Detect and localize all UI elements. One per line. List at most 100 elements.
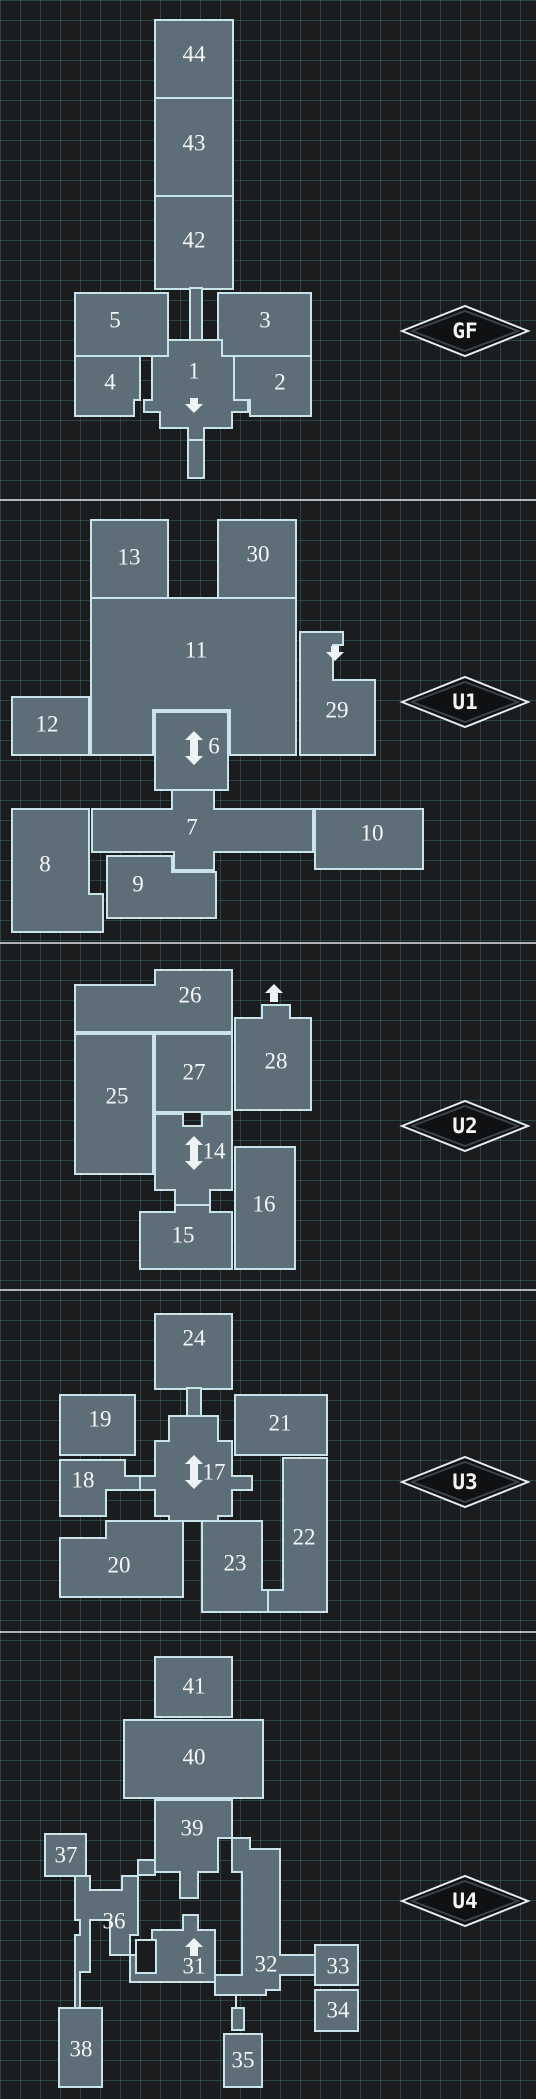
room-label-40: 40 [183, 1744, 206, 1769]
room-27[interactable] [154, 1033, 233, 1113]
room-2[interactable] [233, 355, 312, 417]
floor-badge-label-gf: GF [452, 319, 477, 343]
room-label-23: 23 [224, 1550, 247, 1575]
room-label-36: 36 [103, 1908, 126, 1933]
arrow-updown-icon [185, 1455, 203, 1489]
room-label-10: 10 [361, 820, 384, 845]
room-label-13: 13 [118, 544, 141, 569]
floor-badge-u1[interactable]: U1 [399, 675, 531, 729]
room-label-21: 21 [269, 1410, 292, 1435]
room-12[interactable] [11, 696, 90, 756]
floor-badge-u2[interactable]: U2 [399, 1099, 531, 1153]
room-40[interactable] [123, 1719, 264, 1799]
room-20[interactable] [59, 1520, 184, 1598]
room-44[interactable] [154, 19, 234, 99]
room-36[interactable] [74, 1875, 139, 2009]
room-26[interactable] [74, 969, 233, 1033]
room-25[interactable] [74, 1033, 154, 1175]
floor-badge-label-u3: U3 [452, 1470, 477, 1494]
room-label-11: 11 [185, 637, 207, 662]
room-label-39: 39 [181, 1815, 204, 1840]
room-label-17: 17 [203, 1459, 226, 1484]
floor-gf: 44 43 42 5 3 1 4 2 GF [74, 19, 531, 479]
room-label-37: 37 [55, 1842, 78, 1867]
room-34[interactable] [314, 1989, 359, 2032]
room-29[interactable] [299, 631, 376, 756]
room-label-5: 5 [109, 307, 121, 332]
room-label-43: 43 [183, 130, 206, 155]
room-label-1: 1 [188, 358, 200, 383]
room-38[interactable] [58, 2007, 103, 2088]
room-24[interactable] [154, 1313, 233, 1390]
room-43[interactable] [154, 97, 234, 197]
room-label-30: 30 [247, 541, 270, 566]
arrow-down-icon [185, 398, 203, 413]
room-5[interactable] [74, 292, 169, 357]
room-13[interactable] [90, 519, 169, 599]
arrow-down-icon [326, 646, 344, 661]
room-label-2: 2 [274, 369, 286, 394]
room-label-24: 24 [183, 1325, 207, 1350]
room-10[interactable] [314, 808, 424, 870]
room-label-18: 18 [72, 1467, 95, 1492]
room-28[interactable] [234, 1004, 312, 1111]
room-label-22: 22 [293, 1524, 316, 1549]
room-label-34: 34 [327, 1997, 351, 2022]
room-label-3: 3 [259, 307, 271, 332]
room-11[interactable] [90, 597, 297, 756]
room-37[interactable] [44, 1833, 87, 1877]
room-8[interactable] [11, 808, 104, 933]
room-label-19: 19 [89, 1406, 112, 1431]
room-35[interactable] [223, 2033, 263, 2088]
room-15[interactable] [139, 1204, 233, 1270]
room-label-9: 9 [132, 871, 144, 896]
room-4[interactable] [74, 355, 141, 417]
room-41[interactable] [154, 1656, 233, 1718]
room-label-12: 12 [36, 711, 59, 736]
room-label-14: 14 [203, 1138, 227, 1163]
room-7[interactable] [91, 789, 314, 871]
stair-well [135, 1939, 157, 1974]
room-label-25: 25 [106, 1083, 129, 1108]
arrow-up-icon [265, 984, 283, 1002]
room-label-31: 31 [183, 1953, 206, 1978]
room-33[interactable] [314, 1944, 359, 1986]
room-label-16: 16 [253, 1191, 276, 1216]
room-label-35: 35 [232, 2047, 255, 2072]
room-label-29: 29 [326, 697, 349, 722]
room-3[interactable] [217, 292, 312, 357]
room-32[interactable] [214, 1837, 316, 2031]
room-16[interactable] [234, 1146, 296, 1270]
room-label-7: 7 [186, 814, 198, 839]
room-1[interactable] [143, 339, 249, 446]
floor-u2: 26 25 27 28 14 16 15 U2 [74, 969, 531, 1270]
room-23[interactable] [201, 1520, 269, 1613]
floor-badge-label-u1: U1 [452, 690, 477, 714]
room-21[interactable] [234, 1394, 328, 1456]
room-39[interactable] [137, 1799, 233, 1899]
room-19[interactable] [59, 1394, 136, 1456]
room-label-20: 20 [108, 1552, 131, 1577]
floor-badge-label-u4: U4 [452, 1889, 477, 1913]
room-label-27: 27 [183, 1059, 206, 1084]
room-label-15: 15 [172, 1222, 195, 1247]
room-label-32: 32 [255, 1951, 278, 1976]
room-9[interactable] [106, 855, 217, 919]
corridor-1-south [187, 439, 205, 479]
room-label-38: 38 [70, 2036, 93, 2061]
corridor-24-17 [186, 1387, 202, 1417]
room-label-42: 42 [183, 227, 206, 252]
room-30[interactable] [217, 519, 297, 599]
floor-badge-u3[interactable]: U3 [399, 1455, 531, 1509]
room-label-26: 26 [179, 982, 202, 1007]
floor-u1: 13 30 11 29 12 6 7 10 8 9 U1 [11, 519, 531, 933]
corridor-42-1 [189, 287, 203, 341]
room-label-44: 44 [183, 41, 207, 66]
room-label-8: 8 [39, 851, 51, 876]
floor-badge-u4[interactable]: U4 [399, 1874, 531, 1928]
floor-badge-label-u2: U2 [452, 1114, 477, 1138]
room-label-28: 28 [265, 1048, 288, 1073]
arrow-up-icon [185, 1938, 203, 1956]
floor-badge-gf[interactable]: GF [399, 304, 531, 358]
